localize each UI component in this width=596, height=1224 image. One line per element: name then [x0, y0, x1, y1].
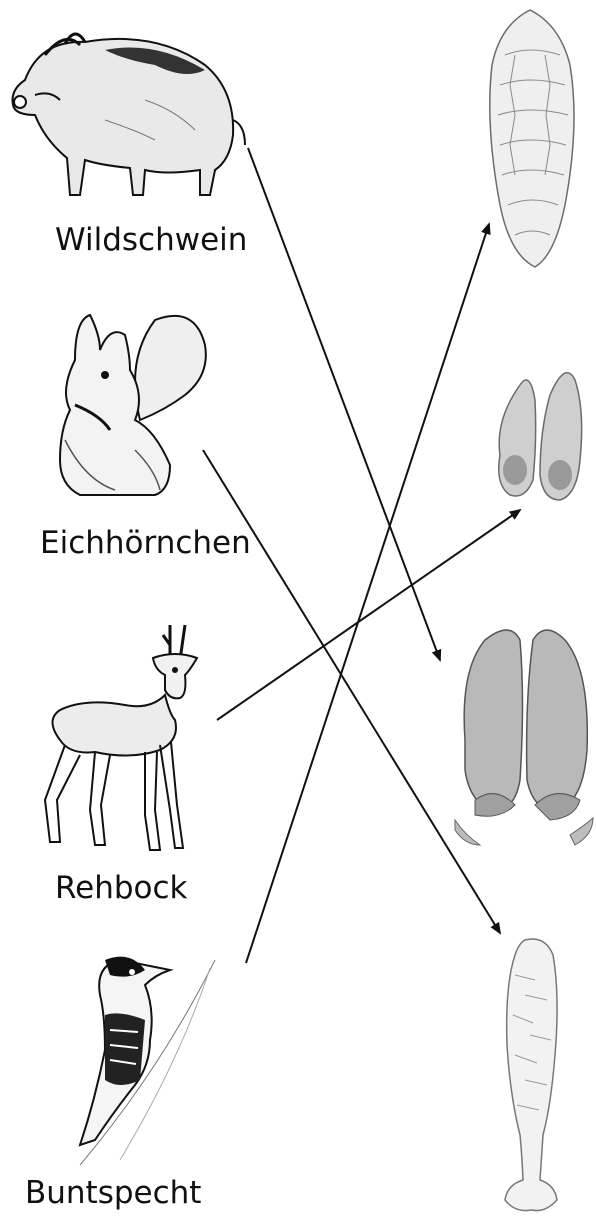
- arrow-rehbock: [217, 510, 520, 720]
- arrow-buntspecht: [246, 224, 489, 963]
- arrow-eichhoernchen: [203, 450, 500, 933]
- arrow-wildschwein: [248, 148, 440, 660]
